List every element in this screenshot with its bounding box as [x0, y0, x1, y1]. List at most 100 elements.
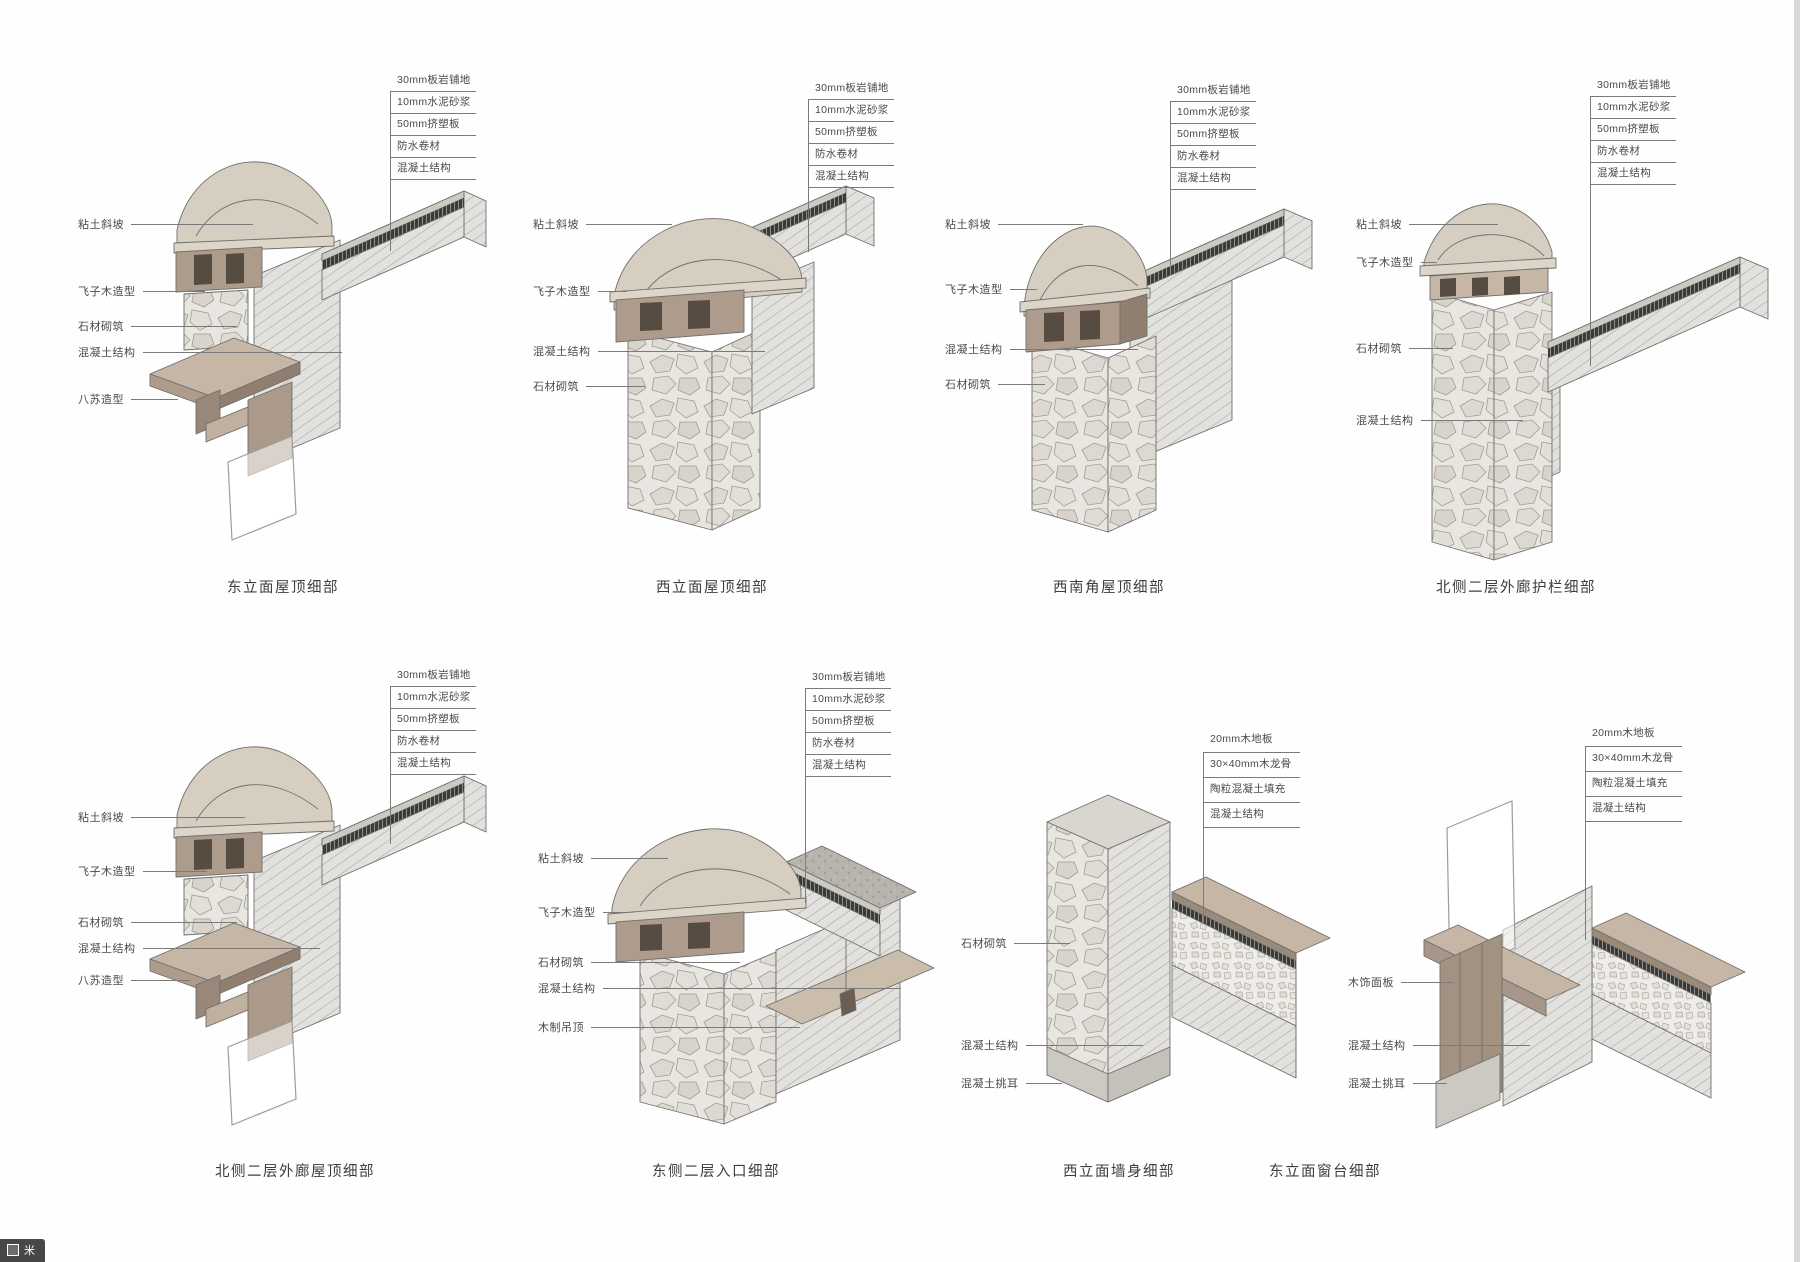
- callout-item: 防水卷材: [1170, 146, 1256, 168]
- part-label-leader: [1420, 419, 1523, 421]
- callout-leader-line: [1203, 752, 1204, 924]
- part-label: 粘土斜坡: [1356, 216, 1498, 232]
- part-label: 飞子木造型: [1356, 254, 1437, 270]
- part-label-text: 混凝土挑耳: [961, 1078, 1019, 1090]
- callout-item: 50mm挤塑板: [1170, 124, 1256, 146]
- part-label: 混凝土挑耳: [1348, 1075, 1447, 1091]
- part-label-leader: [1409, 347, 1453, 349]
- material-callout-list: 30mm板岩铺地 10mm水泥砂浆 50mm挤塑板 防水卷材 混凝土结构: [808, 78, 894, 188]
- callout-item: 20mm木地板: [1203, 728, 1300, 753]
- callout-item: 30×40mm木龙骨: [1585, 747, 1682, 772]
- watermark-badge: 米: [0, 1239, 45, 1262]
- callout-item: 10mm水泥砂浆: [808, 100, 894, 122]
- part-label-leader: [597, 350, 765, 352]
- part-label-text: 石材砌筑: [78, 917, 124, 929]
- detail-title: 西立面屋顶细部: [656, 580, 768, 596]
- callout-item: 防水卷材: [390, 731, 476, 753]
- part-label-leader: [142, 351, 342, 353]
- callout-item: 50mm挤塑板: [805, 711, 891, 733]
- callout-item: 10mm水泥砂浆: [805, 689, 891, 711]
- part-label-text: 粘土斜坡: [78, 219, 124, 231]
- callout-item: 混凝土结构: [390, 753, 476, 775]
- part-label: 粘土斜坡: [538, 850, 668, 866]
- part-label: 混凝土结构: [78, 940, 320, 956]
- material-callout-list: 30mm板岩铺地 10mm水泥砂浆 50mm挤塑板 防水卷材 混凝土结构: [390, 70, 476, 180]
- detail-title: 东侧二层入口细部: [652, 1164, 780, 1180]
- callout-item: 30×40mm木龙骨: [1203, 753, 1300, 778]
- part-label: 混凝土结构: [78, 344, 342, 360]
- callout-item: 防水卷材: [808, 144, 894, 166]
- part-label-text: 飞子木造型: [78, 286, 136, 298]
- part-label: 石材砌筑: [538, 954, 740, 970]
- part-label-text: 石材砌筑: [538, 957, 584, 969]
- part-label: 混凝土结构: [1356, 412, 1523, 428]
- part-label-text: 石材砌筑: [961, 938, 1007, 950]
- part-label-leader: [142, 870, 207, 872]
- part-label-text: 八苏造型: [78, 394, 124, 406]
- part-label-text: 混凝土结构: [533, 346, 591, 358]
- part-label-text: 飞子木造型: [78, 866, 136, 878]
- part-label: 石材砌筑: [1356, 340, 1453, 356]
- part-label: 飞子木造型: [78, 863, 207, 879]
- part-label-leader: [131, 816, 245, 818]
- callout-leader-line: [808, 99, 809, 252]
- part-label: 粘土斜坡: [78, 809, 245, 825]
- part-label: 混凝土结构: [538, 980, 901, 996]
- part-label-text: 混凝土结构: [961, 1040, 1019, 1052]
- callout-item: 30mm板岩铺地: [805, 667, 891, 689]
- part-label-text: 石材砌筑: [1356, 343, 1402, 355]
- callout-leader-line: [390, 91, 391, 251]
- detail-title: 北侧二层外廊护栏细部: [1436, 580, 1596, 596]
- part-label-leader: [1009, 288, 1037, 290]
- part-label: 混凝土结构: [945, 341, 1138, 357]
- part-label-leader: [131, 325, 237, 327]
- part-label-text: 石材砌筑: [533, 381, 579, 393]
- part-label: 混凝土结构: [533, 343, 765, 359]
- part-label-text: 飞子木造型: [533, 286, 591, 298]
- callout-item: 混凝土结构: [1590, 163, 1676, 185]
- part-label-text: 混凝土结构: [78, 347, 136, 359]
- callout-item: 50mm挤塑板: [1590, 119, 1676, 141]
- callout-item: 混凝土结构: [805, 755, 891, 777]
- part-label-text: 混凝土结构: [78, 943, 136, 955]
- part-label: 飞子木造型: [533, 283, 627, 299]
- detail-title: 北侧二层外廊屋顶细部: [215, 1164, 375, 1180]
- part-label-text: 混凝土结构: [538, 983, 596, 995]
- part-label-leader: [591, 961, 740, 963]
- callout-item: 50mm挤塑板: [808, 122, 894, 144]
- part-label: 混凝土结构: [961, 1037, 1143, 1053]
- material-callout-list: 30mm板岩铺地 10mm水泥砂浆 50mm挤塑板 防水卷材 混凝土结构: [1590, 75, 1676, 185]
- material-callout-list: 20mm木地板 30×40mm木龙骨 陶粒混凝土填充 混凝土结构: [1203, 728, 1300, 828]
- part-label-leader: [131, 921, 237, 923]
- callout-item: 30mm板岩铺地: [1170, 80, 1256, 102]
- part-label-text: 粘土斜坡: [945, 219, 991, 231]
- part-label-text: 木制吊顶: [538, 1022, 584, 1034]
- part-label: 飞子木造型: [945, 281, 1037, 297]
- part-label: 飞子木造型: [78, 283, 205, 299]
- callout-item: 混凝土结构: [1170, 168, 1256, 190]
- callout-item: 50mm挤塑板: [390, 709, 476, 731]
- part-label-leader: [602, 911, 623, 913]
- callout-item: 防水卷材: [805, 733, 891, 755]
- part-label: 木饰面板: [1348, 974, 1453, 990]
- material-callout-list: 30mm板岩铺地 10mm水泥砂浆 50mm挤塑板 防水卷材 混凝土结构: [805, 667, 891, 777]
- part-label: 石材砌筑: [78, 914, 237, 930]
- callout-leader-line: [1170, 101, 1171, 265]
- part-label-text: 八苏造型: [78, 975, 124, 987]
- part-label-leader: [586, 223, 672, 225]
- detail-title: 西立面墙身细部: [1063, 1164, 1175, 1180]
- detail-title: 东立面窗台细部: [1269, 1164, 1381, 1180]
- callout-leader-line: [805, 688, 806, 903]
- part-label-leader: [998, 223, 1083, 225]
- callout-item: 陶粒混凝土填充: [1585, 772, 1682, 797]
- part-label: 石材砌筑: [78, 318, 237, 334]
- detail-title: 西南角屋顶细部: [1053, 580, 1165, 596]
- material-callout-list: 30mm板岩铺地 10mm水泥砂浆 50mm挤塑板 防水卷材 混凝土结构: [1170, 80, 1256, 190]
- part-label: 石材砌筑: [961, 935, 1070, 951]
- part-label-leader: [602, 987, 901, 989]
- part-label-text: 木饰面板: [1348, 977, 1394, 989]
- part-label-leader: [1420, 261, 1437, 263]
- part-label-text: 粘土斜坡: [1356, 219, 1402, 231]
